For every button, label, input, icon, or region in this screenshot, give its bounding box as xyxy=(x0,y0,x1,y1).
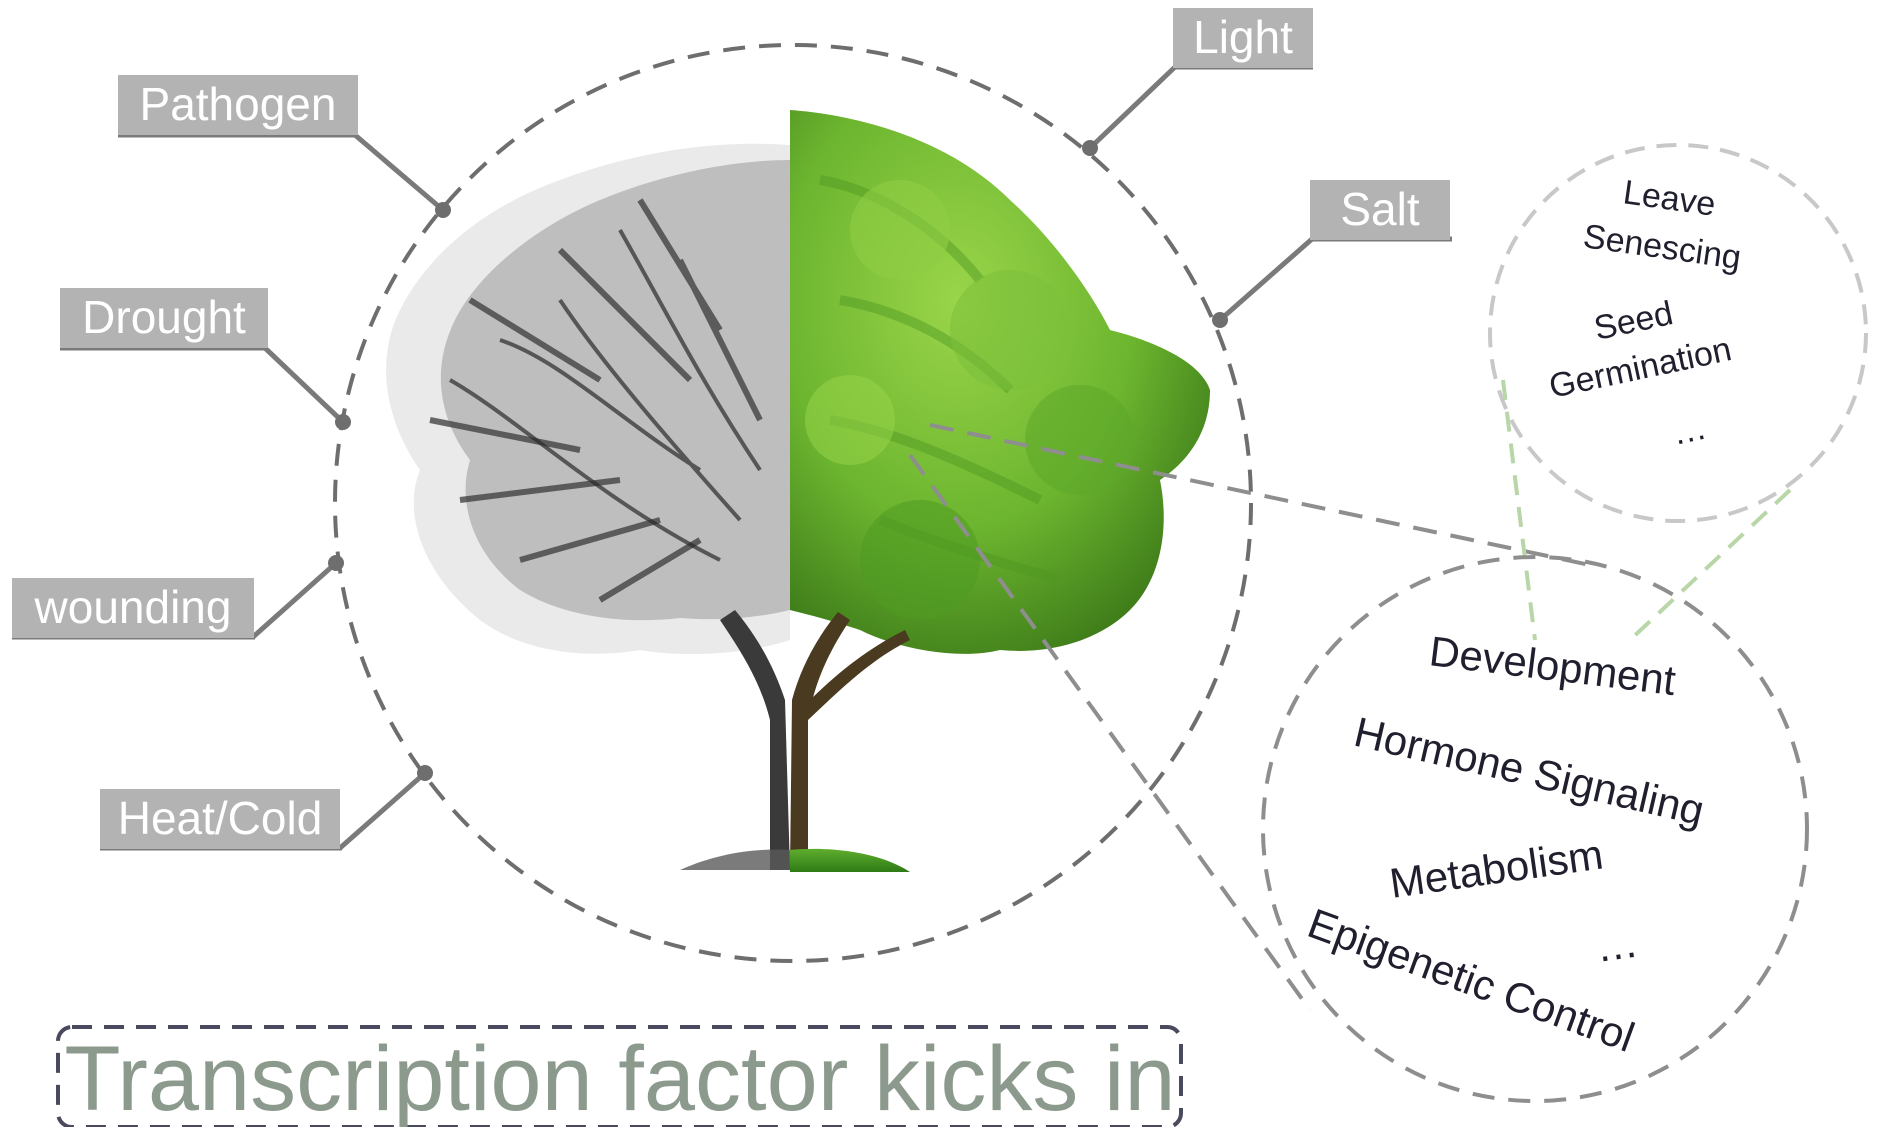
function-metabolism: Metabolism xyxy=(1387,830,1606,906)
stimulus-label: Pathogen xyxy=(140,78,337,130)
main-dashed-circle xyxy=(333,43,1253,963)
stimulus-salt: Salt xyxy=(1212,180,1452,328)
stimulus-label: Heat/Cold xyxy=(118,792,323,844)
function-epigenetic-control: Epigenetic Control xyxy=(1302,899,1641,1061)
stimulus-label: Light xyxy=(1193,11,1293,63)
function-circle xyxy=(1261,555,1809,1103)
stimulus-heat-cold: Heat/Cold xyxy=(100,765,433,851)
sub-function-senescing: Senescing xyxy=(1581,217,1744,277)
sketch-tree-half xyxy=(386,143,790,870)
stimulus-label: Drought xyxy=(82,291,246,343)
green-connector-right xyxy=(1628,488,1792,642)
function-development: Development xyxy=(1427,627,1679,704)
sub-function-seed: Seed xyxy=(1591,294,1677,348)
sub-function-circle xyxy=(1488,143,1868,523)
green-tree-half xyxy=(790,110,1210,872)
stimulus-wounding: wounding xyxy=(12,555,344,640)
sub-function-germination: Germination xyxy=(1546,330,1735,406)
green-connector-left xyxy=(1501,379,1537,641)
stimulus-label: wounding xyxy=(34,581,232,633)
sub-function-leave: Leave xyxy=(1621,173,1718,224)
stimulus-label: Salt xyxy=(1340,183,1419,235)
stimulus-light: Light xyxy=(1082,8,1313,156)
function-ellipsis: … xyxy=(1593,919,1641,971)
sub-function-ellipsis: … xyxy=(1669,409,1710,453)
title-box xyxy=(56,1025,1183,1127)
stimulus-drought: Drought xyxy=(60,288,351,430)
stimulus-pathogen: Pathogen xyxy=(118,75,451,218)
function-hormone-signaling: Hormone Signaling xyxy=(1350,708,1709,834)
connector-dash-lower xyxy=(908,453,1312,1012)
title-text: Transcription factor kicks in xyxy=(64,1028,1175,1127)
